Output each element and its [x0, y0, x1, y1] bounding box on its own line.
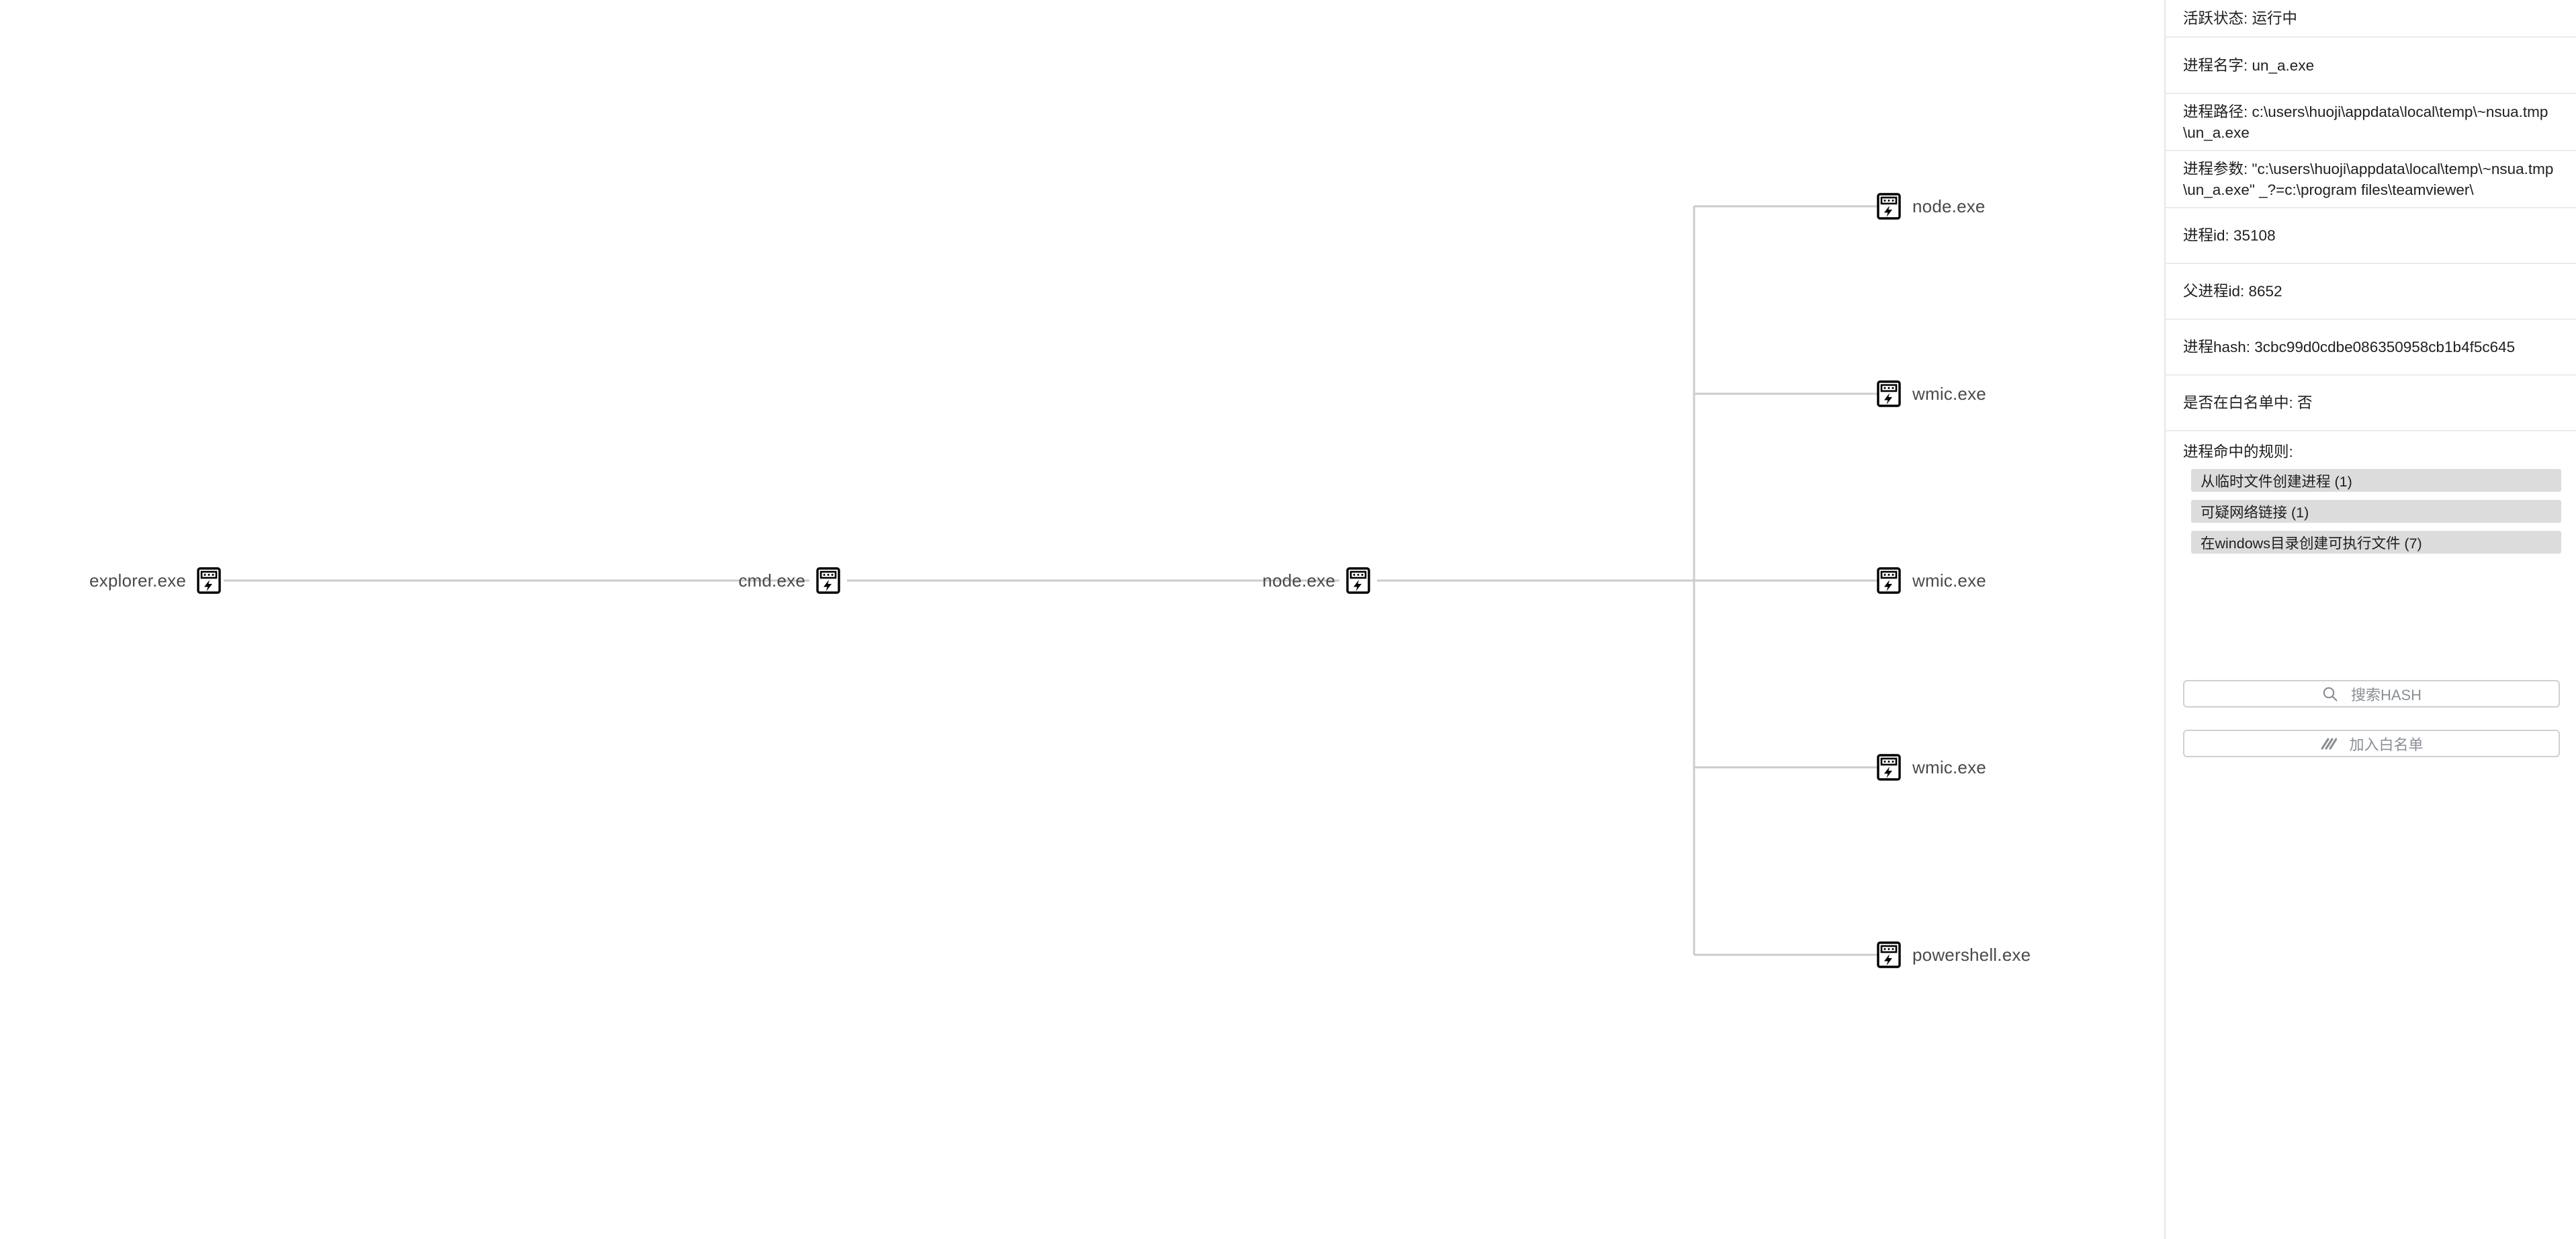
search-hash-label: 搜索HASH [2350, 686, 2422, 703]
in-whitelist-text: 是否在白名单中: 否 [2183, 394, 2313, 411]
active-status-text: 活跃状态: 运行中 [2183, 9, 2298, 27]
process-node-label: powershell.exe [1912, 945, 2031, 965]
process-name-text: 进程名字: un_a.exe [2183, 56, 2315, 74]
process-node-label: explorer.exe [89, 570, 186, 591]
process-node-powershell[interactable]: powershell.exe [1874, 936, 2031, 974]
process-node-label: node.exe [1912, 196, 1986, 216]
rule-tag[interactable]: 在windows目录创建可执行文件 (7) [2191, 531, 2561, 554]
rule-tag[interactable]: 可疑网络链接 (1) [2191, 500, 2561, 523]
process-node-label: wmic.exe [1912, 757, 1986, 777]
process-tree-connectors [224, 205, 1889, 956]
process-terminal-lightning-icon [1343, 566, 1373, 595]
matched-rules-title: 进程命中的规则: [2183, 443, 2293, 460]
process-path-text: 进程路径: c:\users\huoji\appdata\local\temp\… [2183, 103, 2548, 141]
process-terminal-lightning-icon [1874, 379, 1904, 409]
process-terminal-lightning-icon [1874, 940, 1904, 970]
process-terminal-lightning-icon [1874, 753, 1904, 782]
process-node-node-child[interactable]: node.exe [1874, 187, 1986, 225]
detail-row-active-status: 活跃状态: 运行中 [2166, 0, 2576, 38]
search-icon [2321, 685, 2339, 703]
process-detail-panel: 活跃状态: 运行中 进程名字: un_a.exe 进程路径: c:\users\… [2164, 0, 2576, 1239]
detail-row-process-hash: 进程hash: 3cbc99d0cdbe086350958cb1b4f5c645 [2166, 320, 2576, 376]
process-args-text: 进程参数: "c:\users\huoji\appdata\local\temp… [2183, 160, 2554, 198]
detail-row-in-whitelist: 是否在白名单中: 否 [2166, 376, 2576, 431]
process-node-label: wmic.exe [1912, 384, 1986, 404]
process-terminal-lightning-icon [1874, 566, 1904, 595]
search-hash-button[interactable]: 搜索HASH [2183, 680, 2560, 708]
detail-row-parent-process-id: 父进程id: 8652 [2166, 264, 2576, 320]
process-node-wmic-2[interactable]: wmic.exe [1874, 562, 1986, 599]
process-node-cmd[interactable]: cmd.exe [605, 562, 843, 599]
rule-tag[interactable]: 从临时文件创建进程 (1) [2191, 469, 2561, 492]
process-hash-text: 进程hash: 3cbc99d0cdbe086350958cb1b4f5c645 [2183, 339, 2516, 355]
process-node-wmic-1[interactable]: wmic.exe [1874, 375, 1986, 413]
matched-rules-section: 进程命中的规则: 从临时文件创建进程 (1) 可疑网络链接 (1) 在windo… [2166, 431, 2576, 554]
detail-row-process-path: 进程路径: c:\users\huoji\appdata\local\temp\… [2166, 94, 2576, 151]
process-node-wmic-3[interactable]: wmic.exe [1874, 749, 1986, 786]
process-node-label: cmd.exe [738, 570, 805, 591]
process-node-node-mid[interactable]: node.exe [1128, 562, 1373, 599]
process-node-label: node.exe [1262, 570, 1335, 591]
process-tree-canvas: explorer.exe cmd.exe [0, 187, 2031, 974]
diagonal-stripes-icon [2319, 735, 2338, 753]
detail-row-process-args: 进程参数: "c:\users\huoji\appdata\local\temp… [2166, 151, 2576, 208]
process-node-explorer[interactable]: explorer.exe [0, 562, 224, 599]
process-terminal-lightning-icon [194, 566, 224, 595]
process-terminal-lightning-icon [813, 566, 843, 595]
process-terminal-lightning-icon [1874, 191, 1904, 221]
parent-process-id-text: 父进程id: 8652 [2183, 283, 2282, 300]
detail-row-process-name: 进程名字: un_a.exe [2166, 38, 2576, 94]
add-whitelist-label: 加入白名单 [2349, 736, 2424, 753]
add-whitelist-button[interactable]: 加入白名单 [2183, 730, 2560, 757]
process-node-label: wmic.exe [1912, 570, 1986, 591]
detail-row-process-id: 进程id: 35108 [2166, 208, 2576, 264]
process-id-text: 进程id: 35108 [2183, 227, 2276, 244]
